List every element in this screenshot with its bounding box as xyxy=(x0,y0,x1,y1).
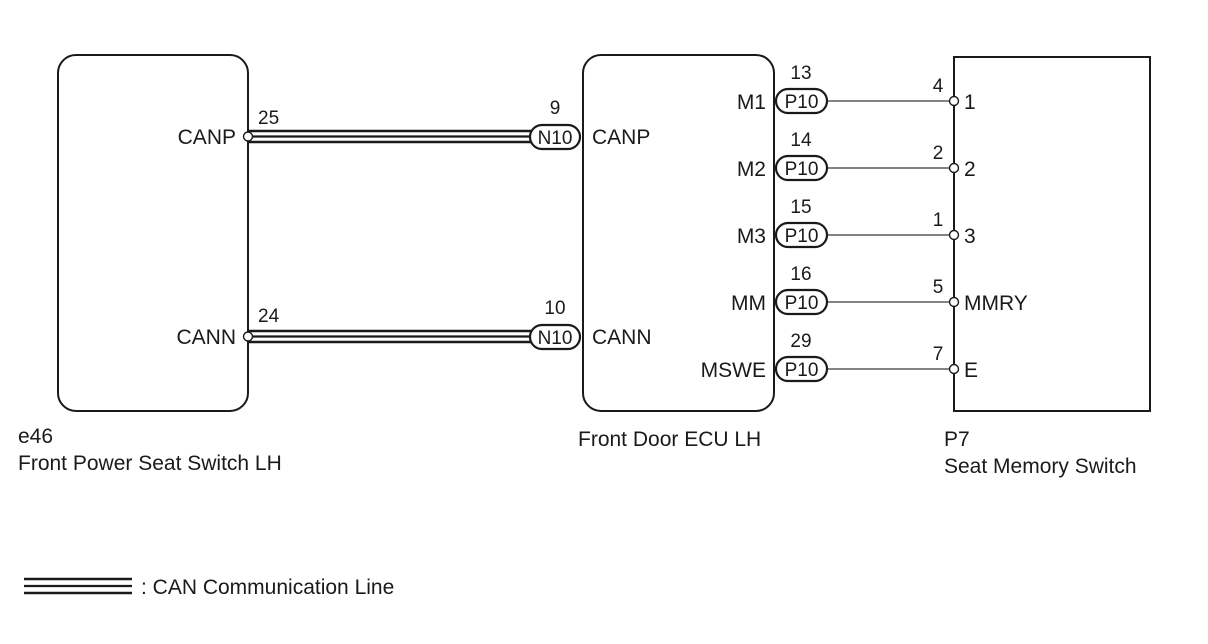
pss-code: e46 xyxy=(18,425,53,448)
ecu-pin-16: 16 xyxy=(790,264,811,285)
sms-pin-7: 7 xyxy=(933,344,944,365)
power-seat-switch-box xyxy=(57,54,249,412)
ecu-terminal-label-mswe: MSWE xyxy=(701,359,766,382)
ecu-connector-tag-canp: N10 xyxy=(538,128,573,149)
ecu-connector-p10-m2 xyxy=(774,154,829,182)
ecu-pin-29: 29 xyxy=(790,331,811,352)
ecu-terminal-label-canp: CANP xyxy=(592,126,650,149)
sms-terminal-e xyxy=(948,363,960,375)
ecu-connector-p10-mm xyxy=(774,288,829,316)
ecu-connector-p10-mswe xyxy=(774,355,829,383)
pss-terminal-label-cann: CANN xyxy=(176,326,236,349)
ecu-pin-10: 10 xyxy=(544,298,565,319)
ecu-terminal-label-m1: M1 xyxy=(737,91,766,114)
sms-terminal-label-2: 2 xyxy=(964,158,976,181)
sms-terminal-label-3: 3 xyxy=(964,225,976,248)
can-line-cann xyxy=(249,329,534,344)
pss-pin-24: 24 xyxy=(258,306,280,327)
ecu-pin-15: 15 xyxy=(790,197,811,218)
ecu-name: Front Door ECU LH xyxy=(578,428,761,451)
ecu-terminal-label-m2: M2 xyxy=(737,158,766,181)
sms-code: P7 xyxy=(944,428,970,451)
legend-can-line-symbol xyxy=(24,577,132,595)
ecu-connector-tag-m1: P10 xyxy=(785,92,819,113)
ecu-pin-13: 13 xyxy=(790,63,811,84)
ecu-connector-p10-m3 xyxy=(774,221,829,249)
ecu-terminal-label-cann: CANN xyxy=(592,326,652,349)
sms-terminal-label-e: E xyxy=(964,359,978,382)
pss-pin-25: 25 xyxy=(258,108,279,129)
ecu-pin-9: 9 xyxy=(550,98,561,119)
can-line-canp xyxy=(249,129,534,144)
sms-pin-2: 2 xyxy=(933,143,944,164)
seat-memory-switch-box xyxy=(953,56,1151,412)
pss-terminal-label-canp: CANP xyxy=(178,126,236,149)
ecu-terminal-label-mm: MM xyxy=(731,292,766,315)
door-ecu-box xyxy=(582,54,775,412)
sms-terminal-1 xyxy=(948,95,960,107)
ecu-connector-tag-mswe: P10 xyxy=(785,360,819,381)
ecu-connector-n10-cann xyxy=(528,323,582,351)
sms-pin-5: 5 xyxy=(933,277,944,298)
legend-label: : CAN Communication Line xyxy=(141,576,394,599)
ecu-connector-p10-m1 xyxy=(774,87,829,115)
pss-terminal-cann xyxy=(242,331,254,342)
ecu-connector-tag-m3: P10 xyxy=(785,226,819,247)
sms-pin-4: 4 xyxy=(933,76,944,97)
sms-terminal-3 xyxy=(948,229,960,241)
ecu-connector-tag-m2: P10 xyxy=(785,159,819,180)
sms-pin-1: 1 xyxy=(933,210,944,231)
ecu-pin-14: 14 xyxy=(790,130,812,151)
ecu-connector-n10-canp xyxy=(528,123,582,151)
pss-name: Front Power Seat Switch LH xyxy=(18,452,282,475)
sms-terminal-2 xyxy=(948,162,960,174)
sms-terminal-label-1: 1 xyxy=(964,91,976,114)
ecu-connector-tag-cann: N10 xyxy=(538,328,573,349)
sms-name: Seat Memory Switch xyxy=(944,455,1137,478)
sms-terminal-mmry xyxy=(948,296,960,308)
pss-terminal-canp xyxy=(242,131,254,142)
sms-terminal-label-mmry: MMRY xyxy=(964,292,1028,315)
ecu-terminal-label-m3: M3 xyxy=(737,225,766,248)
ecu-connector-tag-mm: P10 xyxy=(785,293,819,314)
